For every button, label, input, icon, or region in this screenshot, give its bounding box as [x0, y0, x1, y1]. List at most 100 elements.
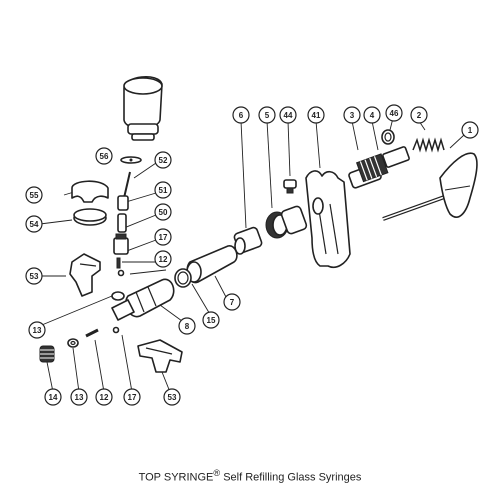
callout-circle: [44, 388, 62, 406]
reservoir-bottle-part: [120, 76, 163, 164]
callout-c15: 15: [202, 311, 220, 329]
callout-c53a: 53: [25, 267, 43, 285]
callout-c7: 7: [223, 293, 241, 311]
callout-circle: [154, 250, 172, 268]
callout-number: 56: [100, 152, 109, 161]
callout-c52: 52: [154, 151, 172, 169]
caption-registered-mark: ®: [213, 468, 221, 478]
needle-fitting-52-part: [117, 171, 131, 211]
callout-circle: [202, 311, 220, 329]
ball-17-lower-part: [112, 326, 120, 334]
callout-c2: 2: [410, 106, 428, 124]
o-ring-15-part: [174, 268, 192, 288]
callout-circle: [154, 181, 172, 199]
callout-number: 3: [350, 111, 355, 120]
callout-circle: [410, 106, 428, 124]
callout-c14: 14: [44, 388, 62, 406]
washer-13-upper-part: [111, 291, 125, 301]
callout-circle: [25, 215, 43, 233]
callout-c53b: 53: [163, 388, 181, 406]
callout-number: 15: [207, 316, 216, 325]
callout-c8: 8: [178, 317, 196, 335]
callout-c54: 54: [25, 215, 43, 233]
pin-12-lower-part: [85, 328, 99, 338]
callout-circle: [343, 106, 361, 124]
callout-c12b: 12: [95, 388, 113, 406]
callout-c51: 51: [154, 181, 172, 199]
diagram-caption: TOP SYRINGE® Self Refilling Glass Syring…: [0, 468, 500, 484]
ball-17-upper-part: [117, 269, 125, 277]
valve-handle-53-upper-part: [69, 253, 101, 297]
callout-circle: [178, 317, 196, 335]
callout-number: 44: [284, 111, 293, 120]
callout-circle: [163, 388, 181, 406]
callout-c3: 3: [343, 106, 361, 124]
callout-circle: [258, 106, 276, 124]
pin-12-upper-part: [116, 257, 121, 269]
callout-circle: [154, 203, 172, 221]
callout-circle: [307, 106, 325, 124]
callout-circle: [279, 106, 297, 124]
spring-part: [412, 137, 445, 153]
tube-51-part: [117, 213, 127, 233]
glass-barrel-part: [186, 245, 238, 284]
callout-circle: [28, 321, 46, 339]
callout-number: 55: [30, 191, 39, 200]
callout-c4: 4: [363, 106, 381, 124]
ring-46-part: [381, 129, 395, 145]
callout-number: 6: [239, 111, 244, 120]
callout-number: 46: [390, 109, 399, 118]
callout-c17a: 17: [154, 228, 172, 246]
callout-c50: 50: [154, 203, 172, 221]
caption-rest: Self Refilling Glass Syringes: [220, 471, 362, 484]
callout-number: 4: [370, 111, 375, 120]
callout-number: 2: [417, 111, 422, 120]
callout-number: 52: [159, 156, 168, 165]
callout-circle: [25, 186, 43, 204]
callout-number: 51: [159, 186, 168, 195]
screw-44-part: [283, 179, 297, 194]
clip-55-part: [71, 180, 109, 203]
callout-c1: 1: [461, 121, 479, 139]
caption-brand: TOP SYRINGE: [138, 471, 214, 484]
callout-circle: [363, 106, 381, 124]
callout-number: 8: [185, 322, 190, 331]
washer-13-lower-part: [67, 338, 79, 348]
callout-number: 7: [230, 298, 235, 307]
callout-c5: 5: [258, 106, 276, 124]
callout-number: 13: [75, 393, 84, 402]
callout-c12a: 12: [154, 250, 172, 268]
callout-number: 14: [49, 393, 58, 402]
valve-handle-53-lower-part: [137, 339, 183, 373]
callout-circle: [461, 121, 479, 139]
callout-number: 12: [159, 255, 168, 264]
frame-housing-part: [305, 170, 351, 269]
callout-number: 13: [33, 326, 42, 335]
luer-fitting-14-part: [39, 345, 55, 363]
callout-c17b: 17: [123, 388, 141, 406]
callout-number: 17: [128, 393, 137, 402]
callout-number: 5: [265, 111, 270, 120]
callout-number: 41: [312, 111, 321, 120]
piston-assembly-part: [348, 146, 410, 189]
ring-54-part: [73, 208, 107, 226]
valve-body-part: [111, 278, 175, 321]
callout-circle: [70, 388, 88, 406]
callout-c13a: 13: [28, 321, 46, 339]
callout-number: 17: [159, 233, 168, 242]
callout-c46: 46: [385, 104, 403, 122]
callout-c6: 6: [232, 106, 250, 124]
callout-number: 53: [30, 272, 39, 281]
callout-c55: 55: [25, 186, 43, 204]
callout-number: 54: [30, 220, 39, 229]
plunger-rod-part: [382, 152, 478, 221]
threaded-nut-part: [265, 205, 308, 239]
callout-number: 12: [100, 393, 109, 402]
callout-circle: [385, 104, 403, 122]
callout-number: 1: [468, 126, 473, 135]
callout-c13b: 13: [70, 388, 88, 406]
callout-number: 53: [168, 393, 177, 402]
callout-c44: 44: [279, 106, 297, 124]
callout-number: 50: [159, 208, 168, 217]
